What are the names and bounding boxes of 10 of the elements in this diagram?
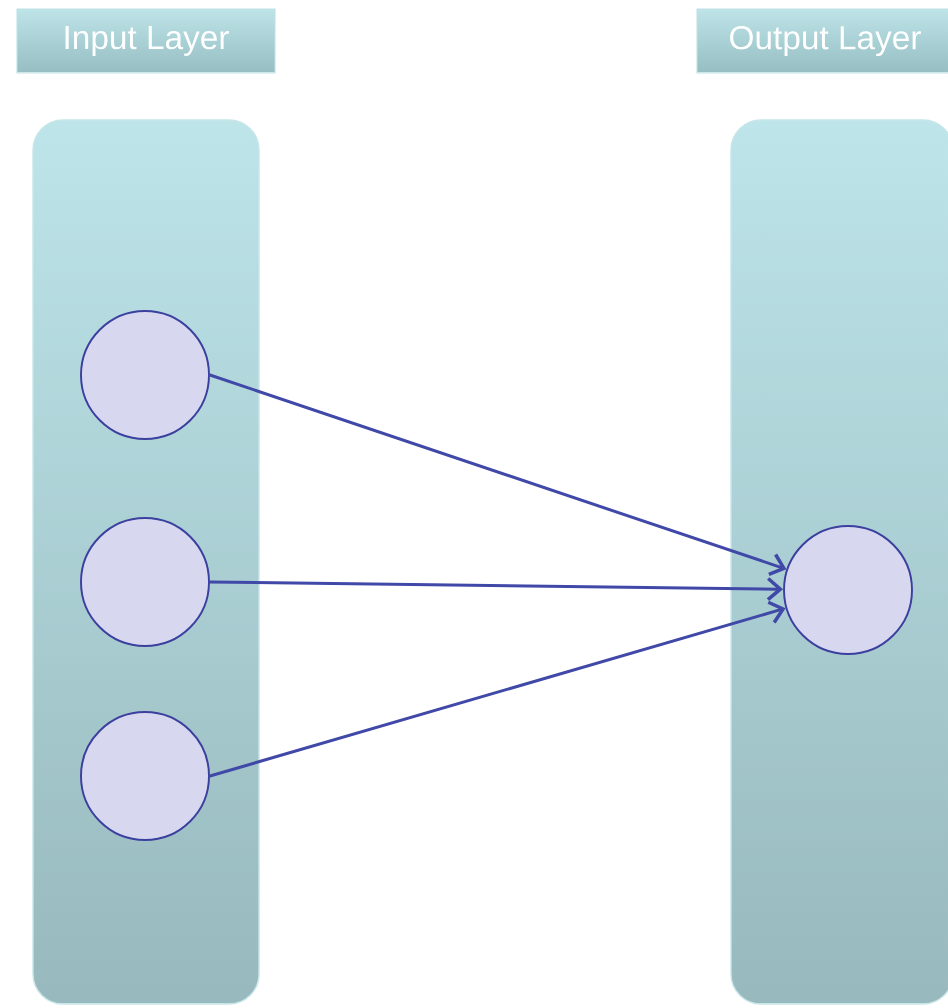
neuron-circle bbox=[80, 517, 210, 647]
arrow bbox=[208, 600, 786, 778]
neuron-circle bbox=[80, 711, 210, 841]
layer-title-box: Input Layer bbox=[16, 8, 276, 74]
neuron-circle bbox=[80, 310, 210, 440]
layer-band bbox=[730, 119, 948, 1005]
arrow bbox=[208, 577, 784, 601]
arrow bbox=[208, 373, 787, 577]
layer-title-box: Output Layer bbox=[696, 8, 948, 74]
neuron-circle bbox=[783, 525, 913, 655]
